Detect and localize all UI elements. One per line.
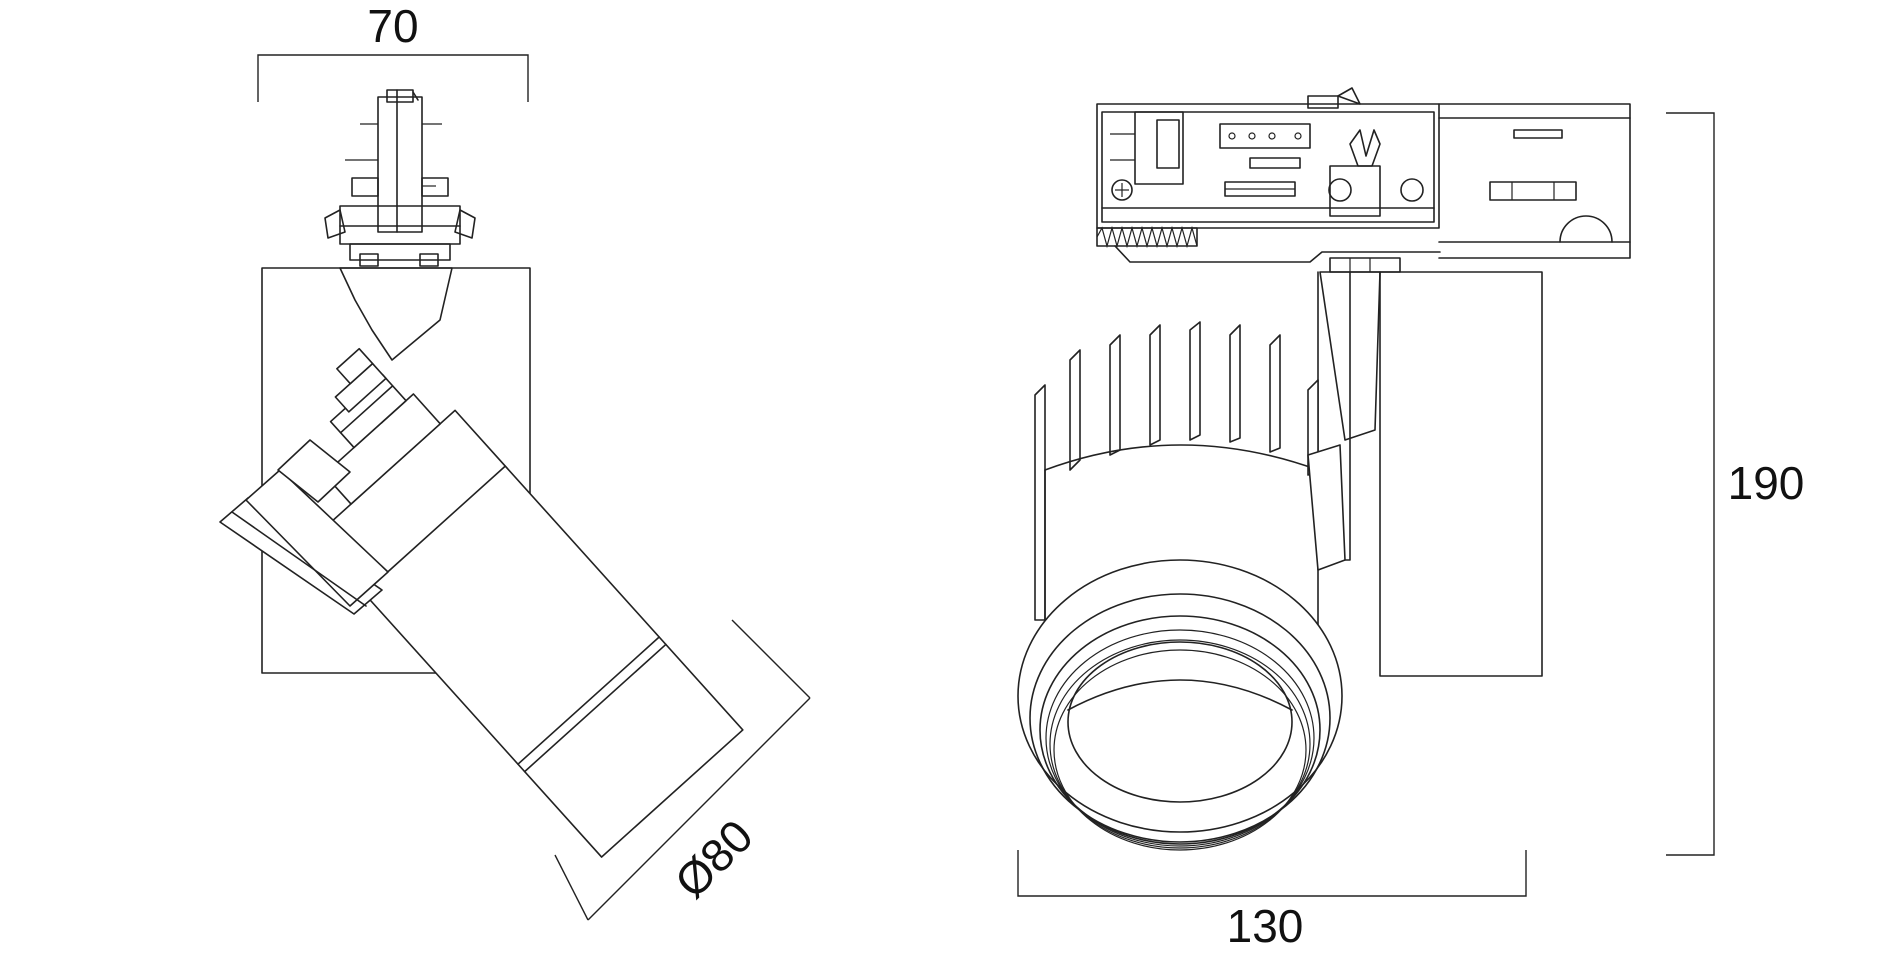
- side-view: 130 190: [1017, 87, 1805, 952]
- front-view: 70: [219, 0, 811, 921]
- front-adapter: [324, 89, 476, 267]
- front-spot-head: [313, 347, 744, 858]
- length-label: 130: [1227, 900, 1304, 952]
- front-bracket: [261, 267, 531, 674]
- side-heatsink: [1034, 321, 1346, 661]
- length-dimension: 130: [1017, 850, 1527, 952]
- side-bracket: [1317, 271, 1543, 677]
- width-dimension: 70: [257, 0, 529, 102]
- diameter-label: Ø80: [665, 810, 763, 908]
- side-adapter: [1096, 87, 1631, 273]
- width-label: 70: [367, 0, 418, 52]
- height-dimension: 190: [1666, 112, 1805, 856]
- side-lens: [1017, 559, 1343, 851]
- height-label: 190: [1728, 457, 1805, 509]
- front-rear-tube: [219, 439, 389, 615]
